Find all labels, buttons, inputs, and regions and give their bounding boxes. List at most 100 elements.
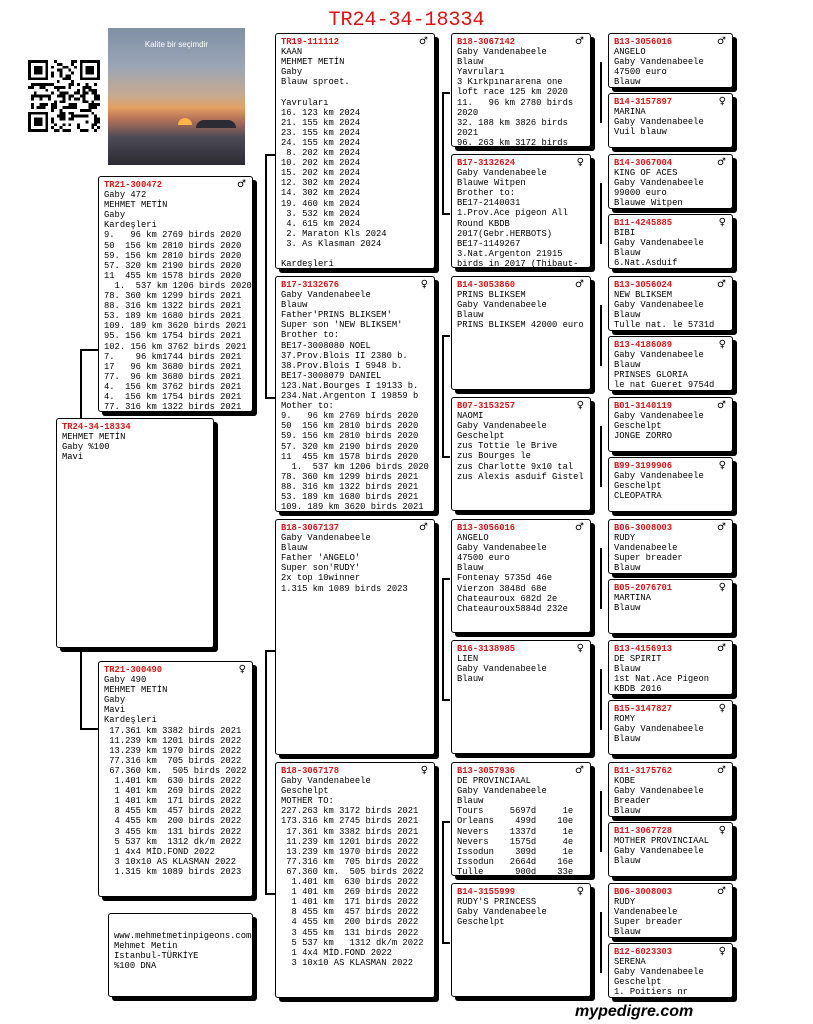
- ring-number: B14-3067004: [614, 158, 727, 168]
- footer-brand[interactable]: mypedigre.com: [575, 1003, 693, 1021]
- male-symbol-icon: ♂: [419, 523, 428, 533]
- pedigree-text-line: 77.316 km 705 birds 2022: [104, 756, 247, 766]
- pedigree-text-line: 3 455 km 131 birds 2022: [281, 928, 429, 938]
- pedigree-text-line: 78. 360 km 1299 birds 2021: [281, 472, 429, 482]
- pedigree-text-line: Blauw: [281, 543, 429, 553]
- pedigree-text-line: BE17-1149267: [457, 239, 585, 249]
- pedigree-text-line: 50 156 km 2810 birds 2020: [104, 241, 247, 251]
- pedigree-text-line: 1 401 km 269 birds 2022: [104, 786, 247, 796]
- pedigree-text-line: 1 4x4 MİD.FOND 2022: [281, 948, 429, 958]
- pedigree-text-line: MARTINA: [614, 593, 727, 603]
- male-symbol-icon: ♂: [717, 37, 726, 47]
- pedigree-text-line: RUDY: [614, 897, 727, 907]
- pedigree-text-line: Father 'ANGELO': [281, 553, 429, 563]
- connector-line: [442, 335, 450, 337]
- pedigree-text-line: Gaby Vandenabeele: [614, 178, 727, 188]
- pedigree-text-line: 3 10x10 AS KLASMAN 2022: [104, 857, 247, 867]
- pedigree-text-line: 1.Prov.Ace pigeon All: [457, 208, 585, 218]
- connector-line: [600, 426, 602, 487]
- pedigree-text-line: 2021: [457, 128, 585, 138]
- pedigree-text-line: Gaby Vandenabeele: [614, 967, 727, 977]
- pedigree-text-line: MEHMET METİN: [281, 57, 429, 67]
- ring-number: B15-3147827: [614, 704, 727, 714]
- ring-number: B11-3067728: [614, 826, 727, 836]
- pedigree-text-line: Brother to:: [281, 330, 429, 340]
- pedigree-text-line: Super son 'NEW BLIKSEM': [281, 320, 429, 330]
- pedigree-text-line: Nevers 1575d 4e: [457, 837, 585, 847]
- pedigree-text-line: Blauwe Witpen: [614, 198, 727, 208]
- pedigree-text-line: Gaby: [104, 695, 247, 705]
- pedigree-text-line: 3 Kırkpınararena one: [457, 77, 585, 87]
- ring-number: B13-3056016: [457, 523, 585, 533]
- pedigree-text-line: PRINS BLIKSEM: [457, 290, 585, 300]
- pedigree-text-line: 59. 156 km 2810 birds 2020: [104, 251, 247, 261]
- pedigree-text-line: BE17-3008079 DANIEL: [281, 371, 429, 381]
- female-symbol-icon: ♀: [719, 461, 726, 471]
- pedigree-text-line: birds in 2017 (Thibaut-: [457, 259, 585, 268]
- pigeon-photo: Kalite bir seçimdir: [108, 28, 245, 165]
- connector-line: [600, 669, 602, 730]
- pedigree-text-line: 17 96 km 3680 birds 2021: [104, 362, 247, 372]
- male-symbol-icon: ♂: [575, 766, 584, 776]
- ring-number: B06-3008003: [614, 523, 727, 533]
- pedigree-text-line: 1 4x4 MİD.FOND 2022: [104, 847, 247, 857]
- connector-line: [265, 650, 275, 652]
- male-symbol-icon: ♂: [717, 644, 726, 654]
- pedigree-text-line: 77.316 km 705 birds 2022: [281, 857, 429, 867]
- pedigree-text-line: Gaby Vandenabeele: [457, 300, 585, 310]
- pedigree-text-line: www.mehmetmetinpigeons.com: [114, 931, 247, 941]
- ring-number: B11-3175762: [614, 766, 727, 776]
- pedigree-text-line: RUDY'S PRINCESS: [457, 897, 585, 907]
- connector-line: [442, 456, 450, 458]
- pedigree-text-line: Blauw: [614, 360, 727, 370]
- pedigree-text-line: Tulle 900d 33e: [457, 867, 585, 876]
- male-symbol-icon: ♂: [575, 280, 584, 290]
- ring-number: B14-3157897: [614, 97, 727, 107]
- pedigree-text-line: 1. 537 km 1206 birds 2020: [281, 462, 429, 472]
- pedigree-text-line: 47500 euro: [457, 553, 585, 563]
- pedigree-text-line: Gaby Vandenabeele: [614, 411, 727, 421]
- pedigree-text-line: 3.Nat.Argenton 21915: [457, 249, 585, 259]
- qr-code-icon: [28, 60, 100, 132]
- pedigree-text-line: Blauw: [614, 310, 727, 320]
- pedigree-text-line: 8. 202 km 2024: [281, 148, 429, 158]
- connector-line: [600, 305, 602, 366]
- pedigree-text-line: Orleans 499d 10e: [457, 816, 585, 826]
- female-symbol-icon: ♀: [719, 583, 726, 593]
- pedigree-text-line: Blauw: [614, 734, 727, 744]
- pedigree-text-line: [281, 249, 429, 259]
- pedigree-text-line: Super breader: [614, 553, 727, 563]
